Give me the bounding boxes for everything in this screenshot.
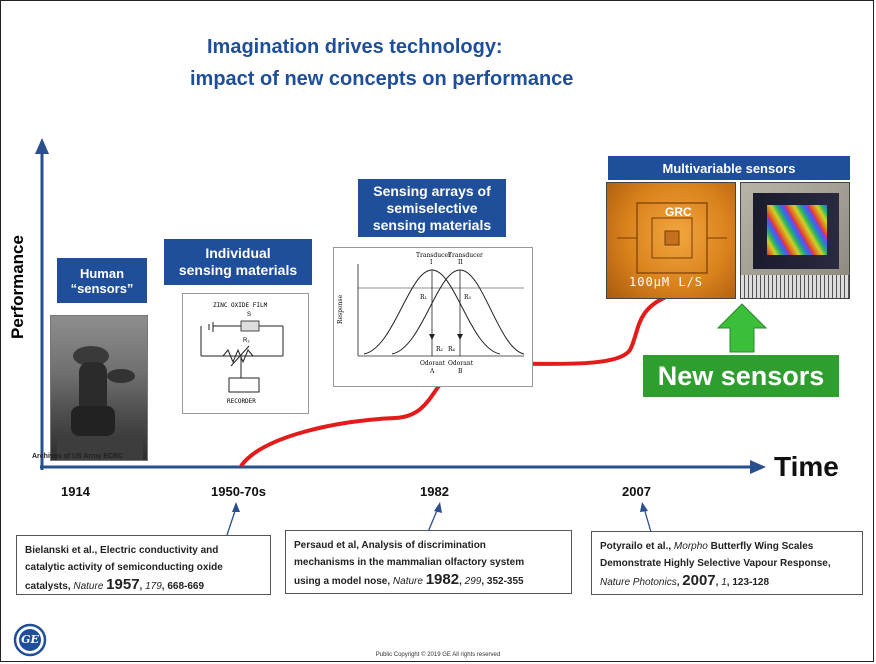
reference-bielanski: Bielanski et al., Electric conductivity … <box>16 535 271 595</box>
wing-ruler <box>741 275 849 298</box>
leader-1982-head <box>434 502 442 513</box>
era-individual-line1: Individual <box>205 245 271 261</box>
fig-r3: R₃ <box>464 294 471 301</box>
leader-2007 <box>643 507 652 533</box>
zinc-fig-title: ZINC OXIDE FILM <box>213 302 268 309</box>
soldier-silhouette <box>57 346 143 460</box>
ref1-line3: catalysts, Nature 1957, 179, 668-669 <box>25 576 205 593</box>
fig-roman-1: I <box>430 259 433 266</box>
era-arrays-label: Sensing arrays of semiselective sensing … <box>358 179 506 237</box>
ref2-line1: Persaud et al, Analysis of discriminatio… <box>294 540 486 551</box>
era-human-label: Human “sensors” <box>57 258 147 303</box>
year-1982: 1982 <box>420 484 449 499</box>
era-arrays-line2: semiselective <box>386 199 478 216</box>
slide-title-line2: impact of new concepts on performance <box>190 68 574 90</box>
new-sensors-arrow <box>716 303 768 353</box>
fig-r2: R₂ <box>436 346 443 353</box>
sensing-array-figure: Transducer I Transducer II Response R₁ R… <box>333 247 533 387</box>
zinc-fig-r: R₂ <box>243 338 250 344</box>
fig-odorant-b: Odorant <box>448 360 474 367</box>
chip-grc-text: GRC <box>665 205 692 219</box>
fig-a: A <box>430 368 435 375</box>
leader-1950-head <box>232 502 240 512</box>
leader-1982 <box>427 507 439 533</box>
fig-roman-2: II <box>458 259 463 266</box>
ref1-line2: catalytic activity of semiconducting oxi… <box>25 562 223 573</box>
circuit-diagram <box>200 320 284 393</box>
ref2-line3: using a model nose, Nature 1982, 299, 35… <box>294 571 524 588</box>
era-individual-line2: sensing materials <box>178 262 298 278</box>
human-photo-caption: Archives of US Army ECBC <box>32 453 124 460</box>
butterfly-wing-photo <box>740 182 850 299</box>
ref3-line1: Potyrailo et al., Morpho Butterfly Wing … <box>600 541 814 552</box>
y-axis-label: Performance <box>8 235 27 339</box>
x-axis-label: Time <box>774 451 839 482</box>
fig-transducer-1: Transducer <box>416 252 451 259</box>
ge-logo-text: GE <box>21 633 39 646</box>
slide-title-line1: Imagination drives technology: <box>207 36 503 58</box>
wing-spectrum <box>767 205 827 255</box>
chip-scale-text: 100μM L/S <box>629 275 704 289</box>
year-1950-70s: 1950-70s <box>211 484 266 499</box>
ref3-line2: Demonstrate Highly Selective Vapour Resp… <box>600 558 831 569</box>
era-human-line2: “sensors” <box>70 280 134 296</box>
response-curves <box>357 264 525 357</box>
fig-transducer-2: Transducer <box>448 252 483 259</box>
human-sensor-photo <box>50 315 148 461</box>
grc-chip-photo: GRC 100μM L/S <box>606 182 736 299</box>
leader-2007-head <box>640 502 648 512</box>
era-multivariable-label: Multivariable sensors <box>608 156 850 180</box>
fig-response: Response <box>337 294 345 325</box>
copyright-footer: Public Copyright © 2019 GE All rights re… <box>375 652 501 658</box>
chip-pattern <box>617 202 727 274</box>
ref2-line2: mechanisms in the mammalian olfactory sy… <box>294 557 525 568</box>
ref3-line3: Nature Photonics, 2007, 1, 123-128 <box>600 572 770 589</box>
zinc-fig-s: S <box>247 312 252 318</box>
zinc-fig-recorder: RECORDER <box>227 398 256 405</box>
year-1914: 1914 <box>61 484 90 499</box>
era-arrays-line3: sensing materials <box>372 216 492 233</box>
x-axis-arrowhead <box>750 460 766 474</box>
fig-odorant-a: Odorant <box>420 360 446 367</box>
era-multivariable-line1: Multivariable sensors <box>662 160 796 176</box>
y-axis-arrowhead <box>35 138 49 154</box>
year-2007: 2007 <box>622 484 651 499</box>
fig-b: B <box>458 368 463 375</box>
fig-r1: R₁ <box>420 294 427 301</box>
new-sensors-label: New sensors <box>643 355 839 397</box>
reference-potyrailo: Potyrailo et al., Morpho Butterfly Wing … <box>591 531 863 595</box>
leader-1950 <box>225 507 237 539</box>
era-individual-label: Individual sensing materials <box>164 239 312 285</box>
era-human-line1: Human <box>79 265 125 281</box>
reference-persaud: Persaud et al, Analysis of discriminatio… <box>285 530 572 594</box>
fig-r4: R₄ <box>448 346 455 353</box>
ge-logo-inner <box>19 629 41 651</box>
zinc-oxide-circuit-figure: ZINC OXIDE FILM S R₂ RECORDER <box>182 293 309 414</box>
ref1-line1: Bielanski et al., Electric conductivity … <box>25 545 219 556</box>
era-arrays-line1: Sensing arrays of <box>373 182 491 199</box>
